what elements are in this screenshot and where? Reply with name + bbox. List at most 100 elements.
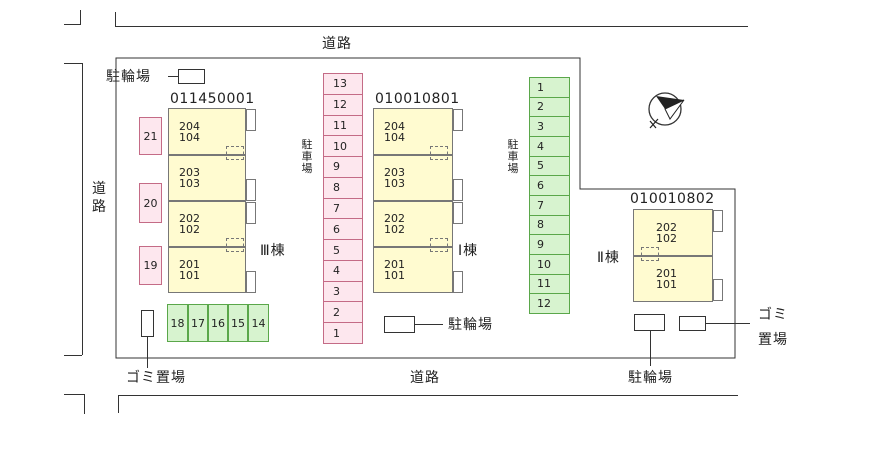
parking-space-9: 9 bbox=[529, 234, 570, 255]
garbage-label-right-1: ゴミ bbox=[758, 307, 788, 323]
garbage-box-left bbox=[141, 310, 154, 337]
building-1-name: Ⅰ棟 bbox=[458, 243, 479, 259]
building-1-unit-2: 203 103 bbox=[373, 155, 453, 201]
building-1-unit-4: 201 101 bbox=[373, 247, 453, 293]
corner-mark-top-left bbox=[64, 24, 80, 25]
bike-parking-leader-right bbox=[650, 331, 651, 366]
road-line-left-bottom bbox=[64, 355, 82, 356]
parking-space-11: 11 bbox=[529, 273, 570, 295]
building-2-id: 010010802 bbox=[630, 191, 715, 207]
building-2-name: Ⅱ棟 bbox=[597, 250, 620, 266]
bike-parking-leader-topleft bbox=[168, 76, 180, 77]
parking-space-12: 12 bbox=[323, 93, 363, 116]
unit-number: 203 103 bbox=[179, 166, 200, 190]
parking-label-text: 駐車場 bbox=[507, 138, 519, 175]
parking-space-1: 1 bbox=[529, 77, 570, 98]
parking-space-3: 3 bbox=[323, 280, 363, 303]
building-2-unit-2: 201 101 bbox=[633, 256, 713, 302]
road-tick-top bbox=[115, 12, 116, 26]
unit-number: 201 101 bbox=[179, 258, 200, 282]
unit-number: 202 102 bbox=[384, 212, 405, 236]
garbage-leader-right bbox=[706, 323, 750, 324]
garbage-label-left: ゴミ置場 bbox=[126, 370, 186, 386]
building-1-unit-3: 202 102 bbox=[373, 201, 453, 247]
building-3-unit-4: 201 101 bbox=[168, 247, 246, 293]
corner-mark-bottom-left bbox=[64, 394, 84, 395]
parking-space-13: 13 bbox=[323, 73, 363, 95]
bike-parking-box-center bbox=[384, 316, 415, 333]
parking-space-10: 10 bbox=[323, 135, 363, 158]
road-line-left bbox=[82, 63, 83, 355]
parking-space-21: 21 bbox=[139, 117, 162, 155]
balcony-notch bbox=[713, 210, 723, 232]
parking-space-8: 8 bbox=[323, 176, 363, 199]
bike-parking-box-right bbox=[634, 314, 665, 331]
balcony-notch bbox=[713, 279, 723, 301]
road-label-top: 道路 bbox=[322, 36, 352, 52]
parking-space-4: 4 bbox=[529, 136, 570, 157]
garbage-label-right-2: 置場 bbox=[758, 332, 788, 348]
road-line-top bbox=[115, 26, 748, 27]
parking-space-6: 6 bbox=[529, 175, 570, 196]
stair-dashed bbox=[226, 238, 244, 252]
stair-dashed bbox=[641, 247, 659, 261]
parking-space-10: 10 bbox=[529, 254, 570, 275]
balcony-notch bbox=[453, 271, 463, 293]
parking-space-16: 16 bbox=[208, 304, 228, 342]
building-3-unit-2: 203 103 bbox=[168, 155, 246, 201]
stair-dashed bbox=[226, 146, 244, 160]
bike-parking-label-right: 駐輪場 bbox=[628, 370, 673, 386]
balcony-notch bbox=[246, 109, 256, 131]
garbage-leader-left bbox=[147, 337, 148, 368]
building-3-unit-1: 204 104 bbox=[168, 108, 246, 155]
parking-space-6: 6 bbox=[323, 218, 363, 241]
parking-space-2: 2 bbox=[323, 301, 363, 324]
building-3-id: 011450001 bbox=[170, 91, 255, 107]
unit-number: 202 102 bbox=[179, 212, 200, 236]
building-3-unit-3: 202 102 bbox=[168, 201, 246, 247]
unit-number: 204 104 bbox=[384, 119, 405, 144]
bike-parking-box-topleft bbox=[178, 69, 205, 84]
unit-number: 204 104 bbox=[179, 119, 200, 144]
unit-number: 201 101 bbox=[384, 258, 405, 282]
parking-space-8: 8 bbox=[529, 214, 570, 236]
parking-space-15: 15 bbox=[228, 304, 248, 342]
balcony-notch bbox=[453, 109, 463, 131]
unit-number: 201 101 bbox=[656, 267, 677, 291]
parking-space-5: 5 bbox=[529, 155, 570, 177]
corner-mark-bottom-left-v bbox=[84, 394, 85, 414]
road-label-left-text: 道路 bbox=[92, 181, 106, 215]
balcony-notch bbox=[246, 271, 256, 293]
parking-space-9: 9 bbox=[323, 156, 363, 178]
parking-space-11: 11 bbox=[323, 114, 363, 137]
stair-dashed bbox=[430, 238, 448, 252]
road-tick-bottom bbox=[118, 395, 119, 413]
north-arrow-icon bbox=[648, 92, 685, 129]
building-2-unit-1: 202 102 bbox=[633, 209, 713, 256]
parking-space-7: 7 bbox=[323, 197, 363, 220]
road-line-left-top bbox=[64, 63, 82, 64]
parking-label-vertical-2: 駐車場 bbox=[507, 139, 519, 175]
road-label-bottom: 道路 bbox=[410, 370, 440, 386]
parking-space-3: 3 bbox=[529, 116, 570, 137]
balcony-notch bbox=[246, 179, 256, 201]
unit-number: 203 103 bbox=[384, 166, 405, 190]
bike-parking-leader-center bbox=[415, 324, 443, 325]
building-1-unit-1: 204 104 bbox=[373, 108, 453, 155]
garbage-box-right bbox=[679, 316, 706, 331]
parking-space-1: 1 bbox=[323, 322, 363, 344]
bike-parking-label-center: 駐輪場 bbox=[448, 317, 493, 333]
road-line-bottom bbox=[118, 395, 738, 396]
parking-space-18: 18 bbox=[167, 304, 188, 342]
parking-label-vertical-1: 駐車場 bbox=[301, 139, 313, 175]
road-label-left: 道路 bbox=[92, 180, 108, 216]
balcony-notch bbox=[453, 202, 463, 224]
building-1-id: 010010801 bbox=[375, 91, 460, 107]
parking-space-14: 14 bbox=[248, 304, 269, 342]
parking-label-text: 駐車場 bbox=[301, 138, 313, 175]
parking-space-2: 2 bbox=[529, 96, 570, 118]
parking-space-5: 5 bbox=[323, 239, 363, 261]
parking-space-4: 4 bbox=[323, 259, 363, 282]
